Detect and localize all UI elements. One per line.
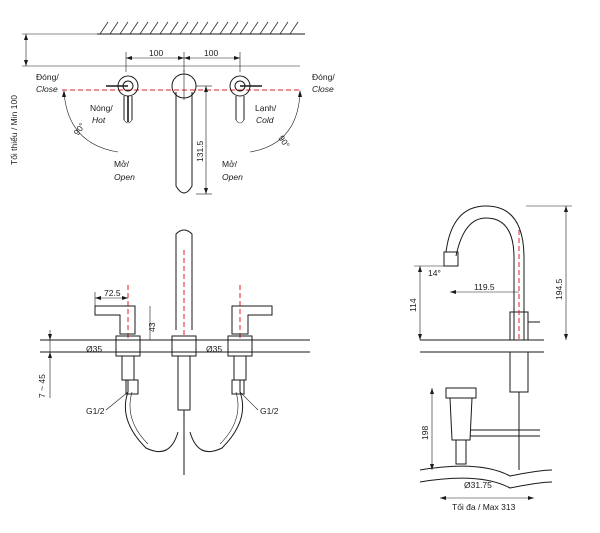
dia-right: Ø35 (206, 344, 222, 354)
drain-diameter: Ø31.75 (464, 480, 492, 490)
label-open-left: Mở/ (114, 159, 130, 169)
thread-left: G1/2 (86, 406, 105, 416)
dim-deck-range: 7 ~ 45 (37, 374, 47, 398)
label-open-left-en: Open (114, 172, 135, 182)
dim-drain: 198 (420, 426, 430, 440)
dim-reach: 119.5 (474, 282, 495, 292)
wall-hatch (99, 21, 299, 35)
dim-top-left: 100 (149, 48, 163, 58)
label-close-left: Đóng/ (36, 72, 59, 82)
dim-handle-height: 43 (147, 322, 157, 332)
dia-left: Ø35 (86, 344, 102, 354)
label-cold: Lạnh/ (255, 103, 277, 113)
label-close-right: Đóng/ (312, 72, 335, 82)
dim-spout-height: 131.5 (195, 140, 205, 162)
label-cold-en: Cold (256, 115, 274, 125)
label-close-left-en: Close (36, 84, 58, 94)
front-view: 72.5 43 7 ~ 45 Ø35 Ø35 G1/2 G1/2 (37, 229, 310, 475)
label-close-right-en: Close (312, 84, 334, 94)
label-open-right-en: Open (222, 172, 243, 182)
dim-handle-spread: 72.5 (104, 288, 121, 298)
label-hot-en: Hot (92, 115, 106, 125)
thread-right: G1/2 (260, 406, 279, 416)
label-open-right: Mở/ (222, 159, 238, 169)
angle-left: 90° (71, 121, 87, 137)
dim-spout-114: 114 (408, 298, 418, 312)
dim-total-height: 194.5 (554, 278, 564, 300)
top-view: Tối thiểu / Min 100 100 100 (9, 21, 335, 195)
spout-angle: 14° (428, 268, 441, 278)
wall-min-label: Tối thiểu / Min 100 (9, 95, 19, 165)
dim-top-right: 100 (204, 48, 218, 58)
max-length: Tối đa / Max 313 (452, 502, 516, 512)
angle-right: 90° (276, 133, 292, 149)
label-hot: Nóng/ (90, 103, 113, 113)
side-view: 114 194.5 119.5 14° 198 Ø31.75 Tối đa / … (408, 205, 572, 512)
